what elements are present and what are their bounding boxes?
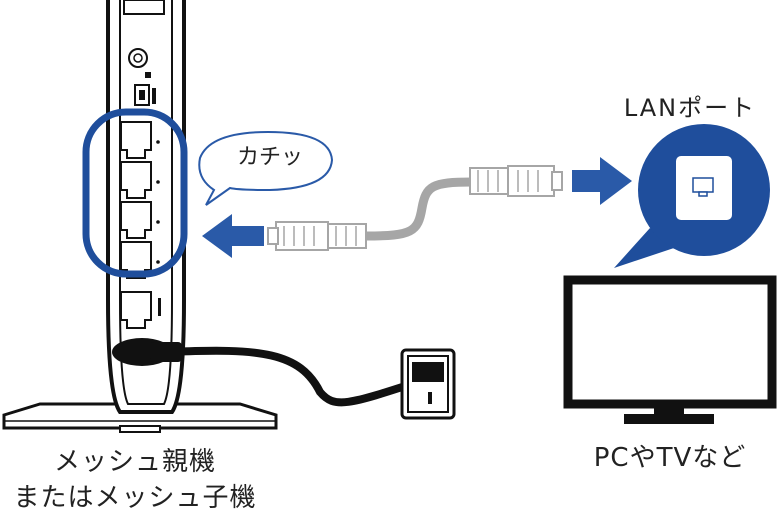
- router-caption-line1: メッシュ親機: [53, 447, 216, 477]
- router-lan-ports: [120, 121, 152, 329]
- pc-tv-label: PCやTVなど: [593, 443, 747, 473]
- monitor-icon: [563, 275, 777, 424]
- router-caption: メッシュ親機 またはメッシュ子機: [0, 444, 270, 516]
- router-caption-line2: またはメッシュ子機: [13, 483, 257, 513]
- arrow-to-router: [202, 214, 264, 258]
- ethernet-plug-icon: [267, 221, 367, 251]
- lan-cable: [267, 165, 563, 251]
- lan-port-label: LANポート: [623, 94, 757, 122]
- power-cable: [112, 338, 434, 407]
- power-outlet-icon: [400, 348, 456, 420]
- lan-port-icon: [614, 124, 770, 268]
- click-sound-label: カチッ: [236, 145, 303, 170]
- ethernet-plug-icon: [469, 165, 563, 197]
- arrow-to-lan-port: [572, 157, 632, 205]
- router-icon: [2, 0, 278, 433]
- speech-bubble: [198, 130, 334, 206]
- lan-port-highlight: [82, 108, 188, 278]
